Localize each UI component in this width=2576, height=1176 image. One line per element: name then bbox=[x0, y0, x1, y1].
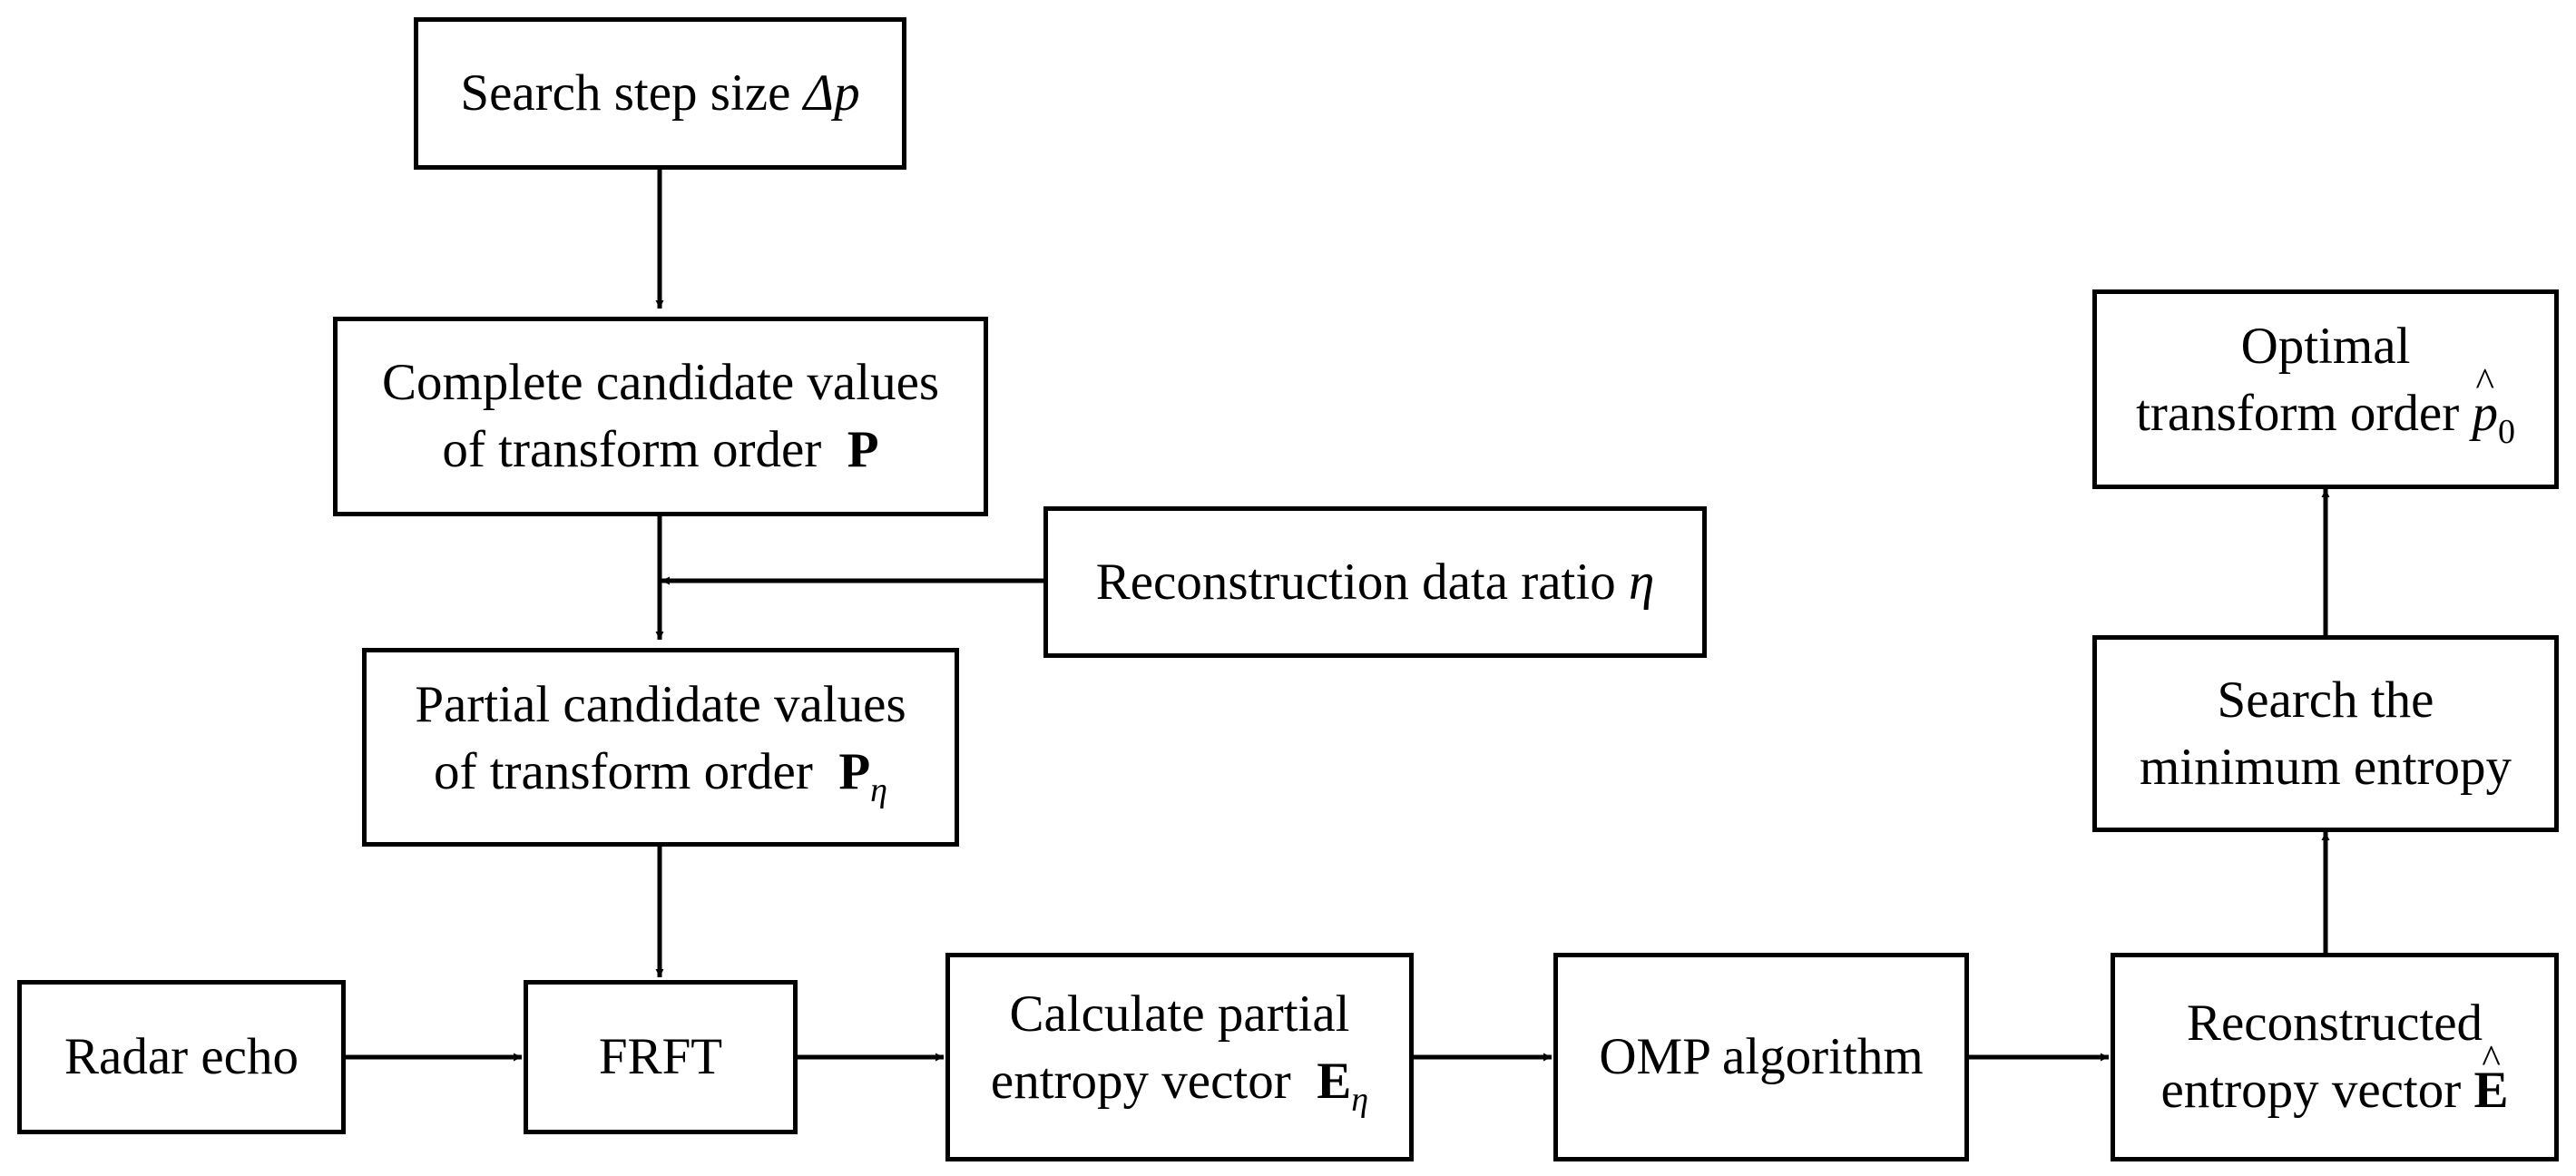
search-step-size-box: Search step size Δp bbox=[414, 17, 906, 170]
reconstructed-entropy-box: Reconstructed entropy vector E bbox=[2111, 953, 2559, 1161]
P-symbol: P bbox=[847, 421, 879, 478]
complete-candidate-values-box: Complete candidate values of transform o… bbox=[333, 317, 988, 516]
search-step-size-label: Search step size Δp bbox=[460, 64, 860, 122]
p-hat-symbol: p bbox=[2472, 380, 2498, 447]
omp-algorithm-box: OMP algorithm bbox=[1553, 953, 1969, 1161]
partial-candidate-values-box: Partial candidate values of transform or… bbox=[362, 648, 959, 847]
E-hat-symbol: E bbox=[2474, 1057, 2509, 1124]
E-eta-symbol: E bbox=[1317, 1053, 1352, 1110]
search-minimum-entropy-box: Search the minimum entropy bbox=[2092, 635, 2559, 832]
reconstruction-data-ratio-box: Reconstruction data ratio η bbox=[1043, 506, 1707, 658]
frft-box: FRFT bbox=[524, 980, 798, 1134]
eta-symbol: η bbox=[1628, 553, 1655, 611]
radar-echo-box: Radar echo bbox=[17, 980, 346, 1134]
calculate-partial-entropy-box: Calculate partial entropy vector Eη bbox=[945, 953, 1414, 1161]
delta-p-symbol: Δp bbox=[803, 64, 860, 122]
P-eta-symbol: P bbox=[838, 742, 871, 800]
optimal-transform-order-box: Optimal transform order p0 bbox=[2092, 289, 2559, 489]
